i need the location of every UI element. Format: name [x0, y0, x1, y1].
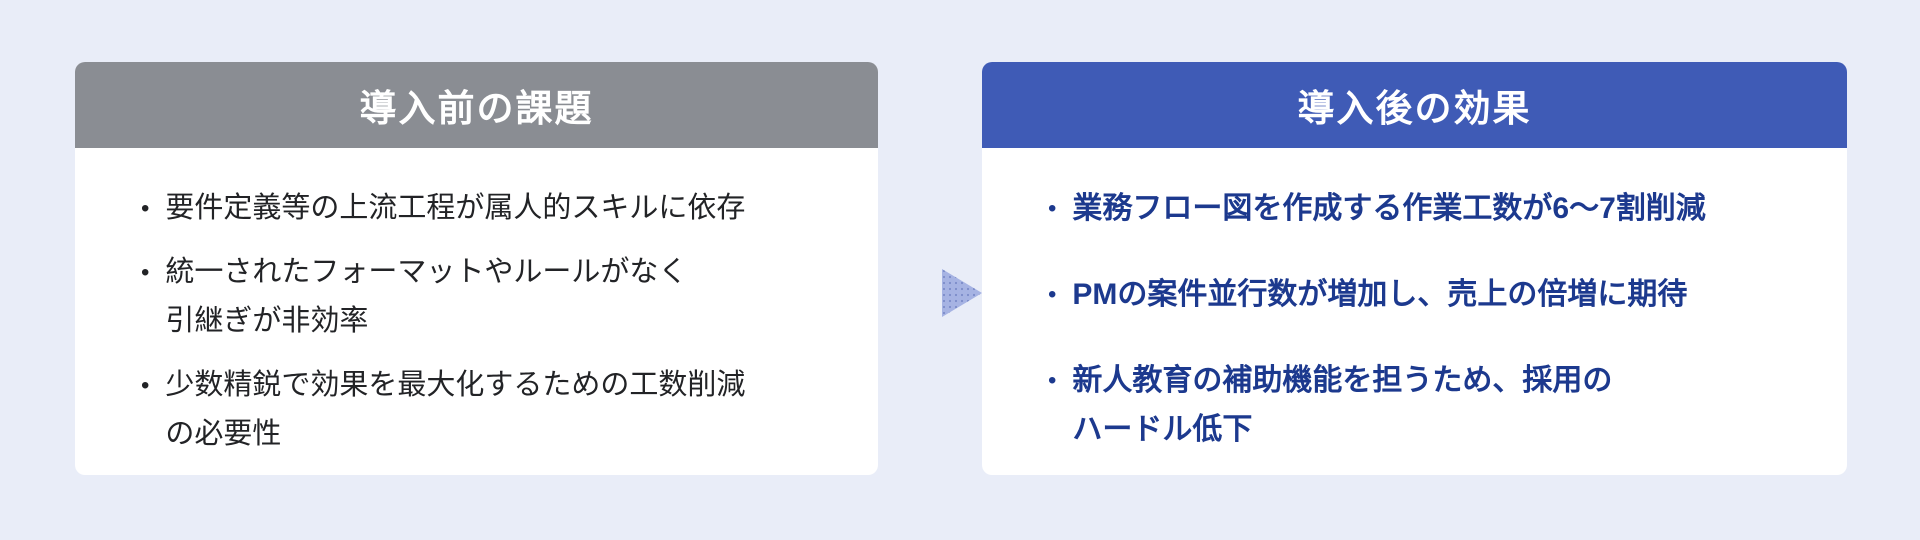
list-item: • PMの案件並行数が増加し、売上の倍増に期待: [1048, 270, 1807, 319]
bullet-icon: •: [1048, 281, 1057, 308]
arrow-separator: [878, 110, 982, 475]
bullet-icon: •: [141, 195, 150, 222]
list-item: • 業務フロー図を作成する作業工数が6〜7割削減: [1048, 184, 1807, 233]
list-item: • 統一されたフォーマットやルールがなく 引継ぎが非効率: [141, 248, 838, 346]
bullet-icon: •: [141, 259, 150, 286]
after-card-header: 導入後の効果: [982, 62, 1847, 148]
list-item-text: 業務フロー図を作成する作業工数が6〜7割削減: [1072, 192, 1706, 225]
arrow-right-icon: [942, 268, 982, 317]
after-card: 導入後の効果 • 業務フロー図を作成する作業工数が6〜7割削減 • PMの案件並…: [982, 62, 1847, 475]
before-card-list: • 要件定義等の上流工程が属人的スキルに依存 • 統一されたフォーマットやルール…: [75, 148, 878, 475]
bullet-icon: •: [1048, 367, 1057, 394]
list-item-text: 新人教育の補助機能を担うため、採用の ハードル低下: [1072, 364, 1613, 446]
list-item-text: 要件定義等の上流工程が属人的スキルに依存: [165, 192, 746, 224]
list-item: • 要件定義等の上流工程が属人的スキルに依存: [141, 184, 838, 233]
list-item-text: PMの案件並行数が増加し、売上の倍増に期待: [1072, 278, 1688, 311]
before-card-title: 導入前の課題: [359, 88, 594, 129]
bullet-icon: •: [141, 372, 150, 399]
before-card-header: 導入前の課題: [75, 62, 878, 148]
list-item: • 少数精鋭で効果を最大化するための工数削減 の必要性: [141, 361, 838, 459]
before-card: 導入前の課題 • 要件定義等の上流工程が属人的スキルに依存 • 統一されたフォー…: [75, 62, 878, 475]
after-card-list: • 業務フロー図を作成する作業工数が6〜7割削減 • PMの案件並行数が増加し、…: [982, 148, 1847, 475]
bullet-icon: •: [1048, 195, 1057, 222]
list-item-text: 少数精鋭で効果を最大化するための工数削減 の必要性: [165, 369, 746, 450]
list-item: • 新人教育の補助機能を担うため、採用の ハードル低下: [1048, 356, 1807, 454]
after-card-title: 導入後の効果: [1297, 88, 1532, 129]
list-item-text: 統一されたフォーマットやルールがなく 引継ぎが非効率: [165, 256, 688, 337]
